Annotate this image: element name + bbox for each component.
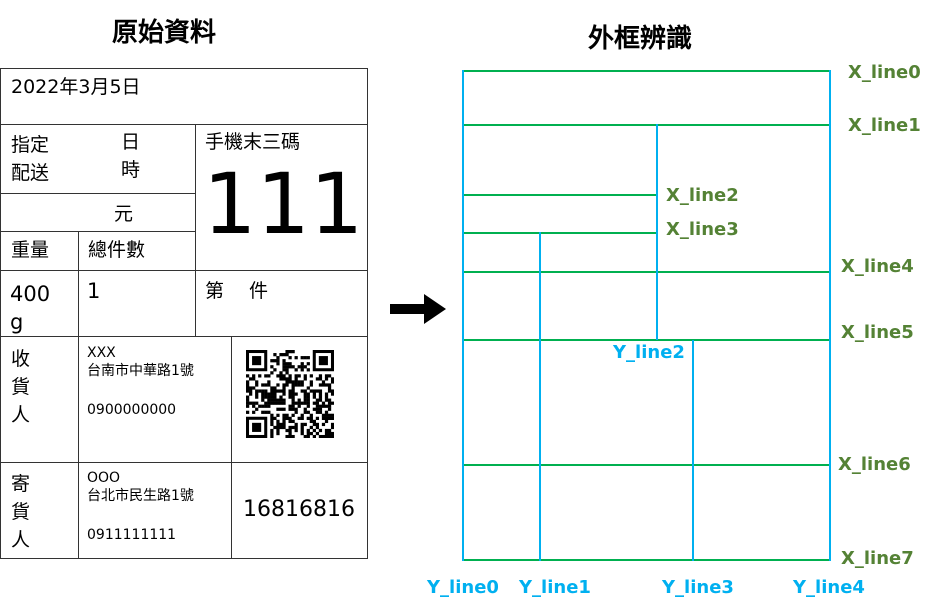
x-line-6: [463, 464, 831, 466]
phone-last3-label: 手機末三碼: [205, 131, 301, 153]
date-text: 2022年3月5日: [11, 76, 141, 98]
receiver-name: XXX: [87, 345, 116, 361]
day-label: 日: [121, 131, 141, 153]
y-line-4-label: Y_line4: [793, 577, 865, 598]
y-line-1: [539, 232, 541, 561]
y-line-2-label: Y_line2: [613, 342, 685, 363]
x-line-5-label: X_line5: [841, 322, 914, 343]
designated-delivery-label: 指定 配送: [11, 134, 50, 184]
x-line-5: [463, 339, 831, 341]
receiver-label: 收 貨 人: [11, 348, 31, 426]
y-line-0: [462, 70, 464, 561]
x-line-3: [463, 232, 657, 234]
sender-phone: 0911111111: [87, 527, 177, 543]
y-line-2: [656, 124, 658, 340]
x-line-1-label: X_line1: [848, 115, 921, 136]
receiver-phone: 0900000000: [87, 402, 177, 418]
x-line-7: [463, 559, 831, 561]
tracking-number: 16816816: [243, 497, 355, 522]
x-line-0-label: X_line0: [848, 62, 921, 83]
x-line-4: [463, 271, 831, 273]
weight-label: 重量: [11, 239, 50, 261]
x-line-1: [463, 124, 831, 126]
x-line-2: [463, 194, 657, 196]
x-line-0: [463, 70, 831, 72]
x-line-7-label: X_line7: [841, 548, 914, 569]
x-line-6-label: X_line6: [838, 454, 911, 475]
receiver-address: 台南市中華路1號: [87, 363, 194, 379]
y-line-0-label: Y_line0: [427, 577, 499, 598]
right-arrow-icon: [390, 294, 446, 324]
right-title: 外框辨識: [588, 24, 693, 54]
x-line-2-label: X_line2: [666, 185, 739, 206]
piece-label: 第 件: [205, 280, 269, 302]
x-line-3-label: X_line3: [666, 219, 739, 240]
phone-last3-value: 111: [203, 155, 364, 253]
yuan-label: 元: [114, 203, 134, 225]
sender-address: 台北市民生路1號: [87, 488, 194, 504]
total-count-value: 1: [87, 279, 101, 303]
weight-value: 400 g: [10, 282, 51, 334]
left-title: 原始資料: [112, 18, 217, 48]
y-line-3-label: Y_line3: [662, 577, 734, 598]
hour-label: 時: [121, 159, 141, 181]
qr-code: [246, 350, 334, 438]
x-line-4-label: X_line4: [841, 256, 914, 277]
y-line-3: [692, 340, 694, 561]
sender-label: 寄 貨 人: [11, 473, 31, 551]
sender-name: OOO: [87, 470, 121, 486]
y-line-1-label: Y_line1: [519, 577, 591, 598]
total-count-label: 總件數: [88, 239, 146, 261]
y-line-4: [829, 70, 831, 561]
